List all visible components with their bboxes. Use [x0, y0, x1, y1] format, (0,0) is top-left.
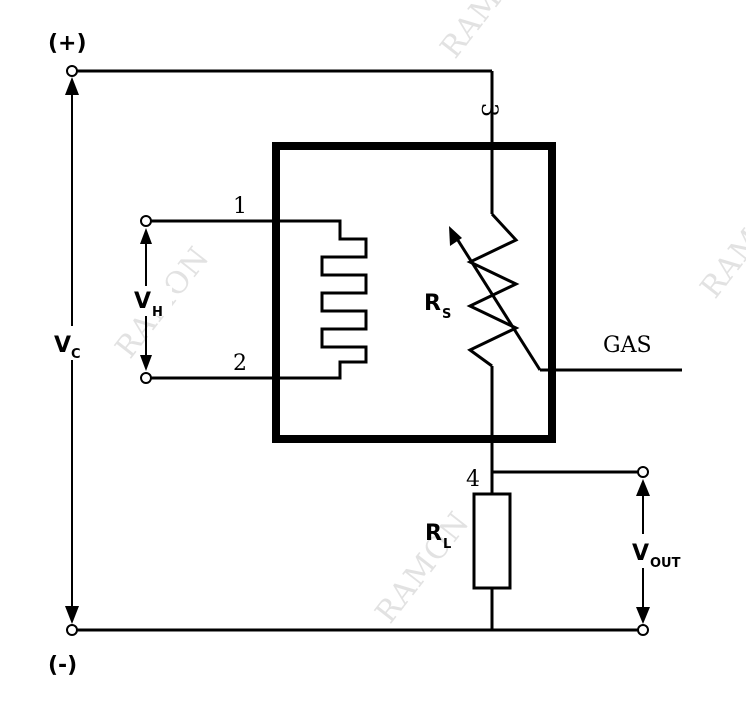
load-resistor-rl	[472, 492, 512, 590]
vout-terminal-top	[637, 466, 649, 478]
plus-terminal	[66, 65, 78, 77]
vh-label: V	[134, 289, 151, 314]
vh-label-bg	[130, 286, 172, 316]
vout-terminal-bottom	[637, 624, 649, 636]
rs-label: R	[424, 291, 441, 316]
rs-arrow-head	[449, 226, 462, 246]
vout-label-subscript: OUT	[650, 556, 681, 571]
vc-label-bg	[52, 326, 96, 360]
watermark-4: RAMON	[694, 180, 746, 305]
minus-terminal	[66, 624, 78, 636]
vh-label-subscript: H	[152, 305, 163, 320]
pin4-label: 4	[466, 467, 480, 492]
pin2-label: 2	[233, 351, 247, 376]
vc-label-subscript: C	[71, 347, 81, 362]
heater-terminal-2	[140, 372, 152, 384]
rs-variable-arrow	[452, 233, 542, 371]
sensing-resistor-rs	[466, 212, 520, 368]
rl-label-subscript: L	[443, 537, 451, 552]
supply-plus-label: (+)	[48, 31, 87, 56]
vc-label: V	[54, 333, 71, 358]
watermark-3: RAMON	[369, 505, 477, 630]
gas-label: GAS	[603, 333, 652, 358]
heater-coil	[146, 219, 368, 380]
watermark-1: RAMON	[434, 0, 542, 65]
vout-label-bg	[628, 534, 706, 568]
pin1-label: 1	[233, 194, 247, 219]
sensor-housing	[272, 142, 556, 443]
rl-label: R	[425, 521, 442, 546]
supply-minus-label: (-)	[48, 653, 77, 678]
rs-label-subscript: S	[442, 307, 451, 322]
vout-label: V	[632, 541, 649, 566]
heater-terminal-1	[140, 215, 152, 227]
pin3-label: 3	[476, 103, 501, 117]
